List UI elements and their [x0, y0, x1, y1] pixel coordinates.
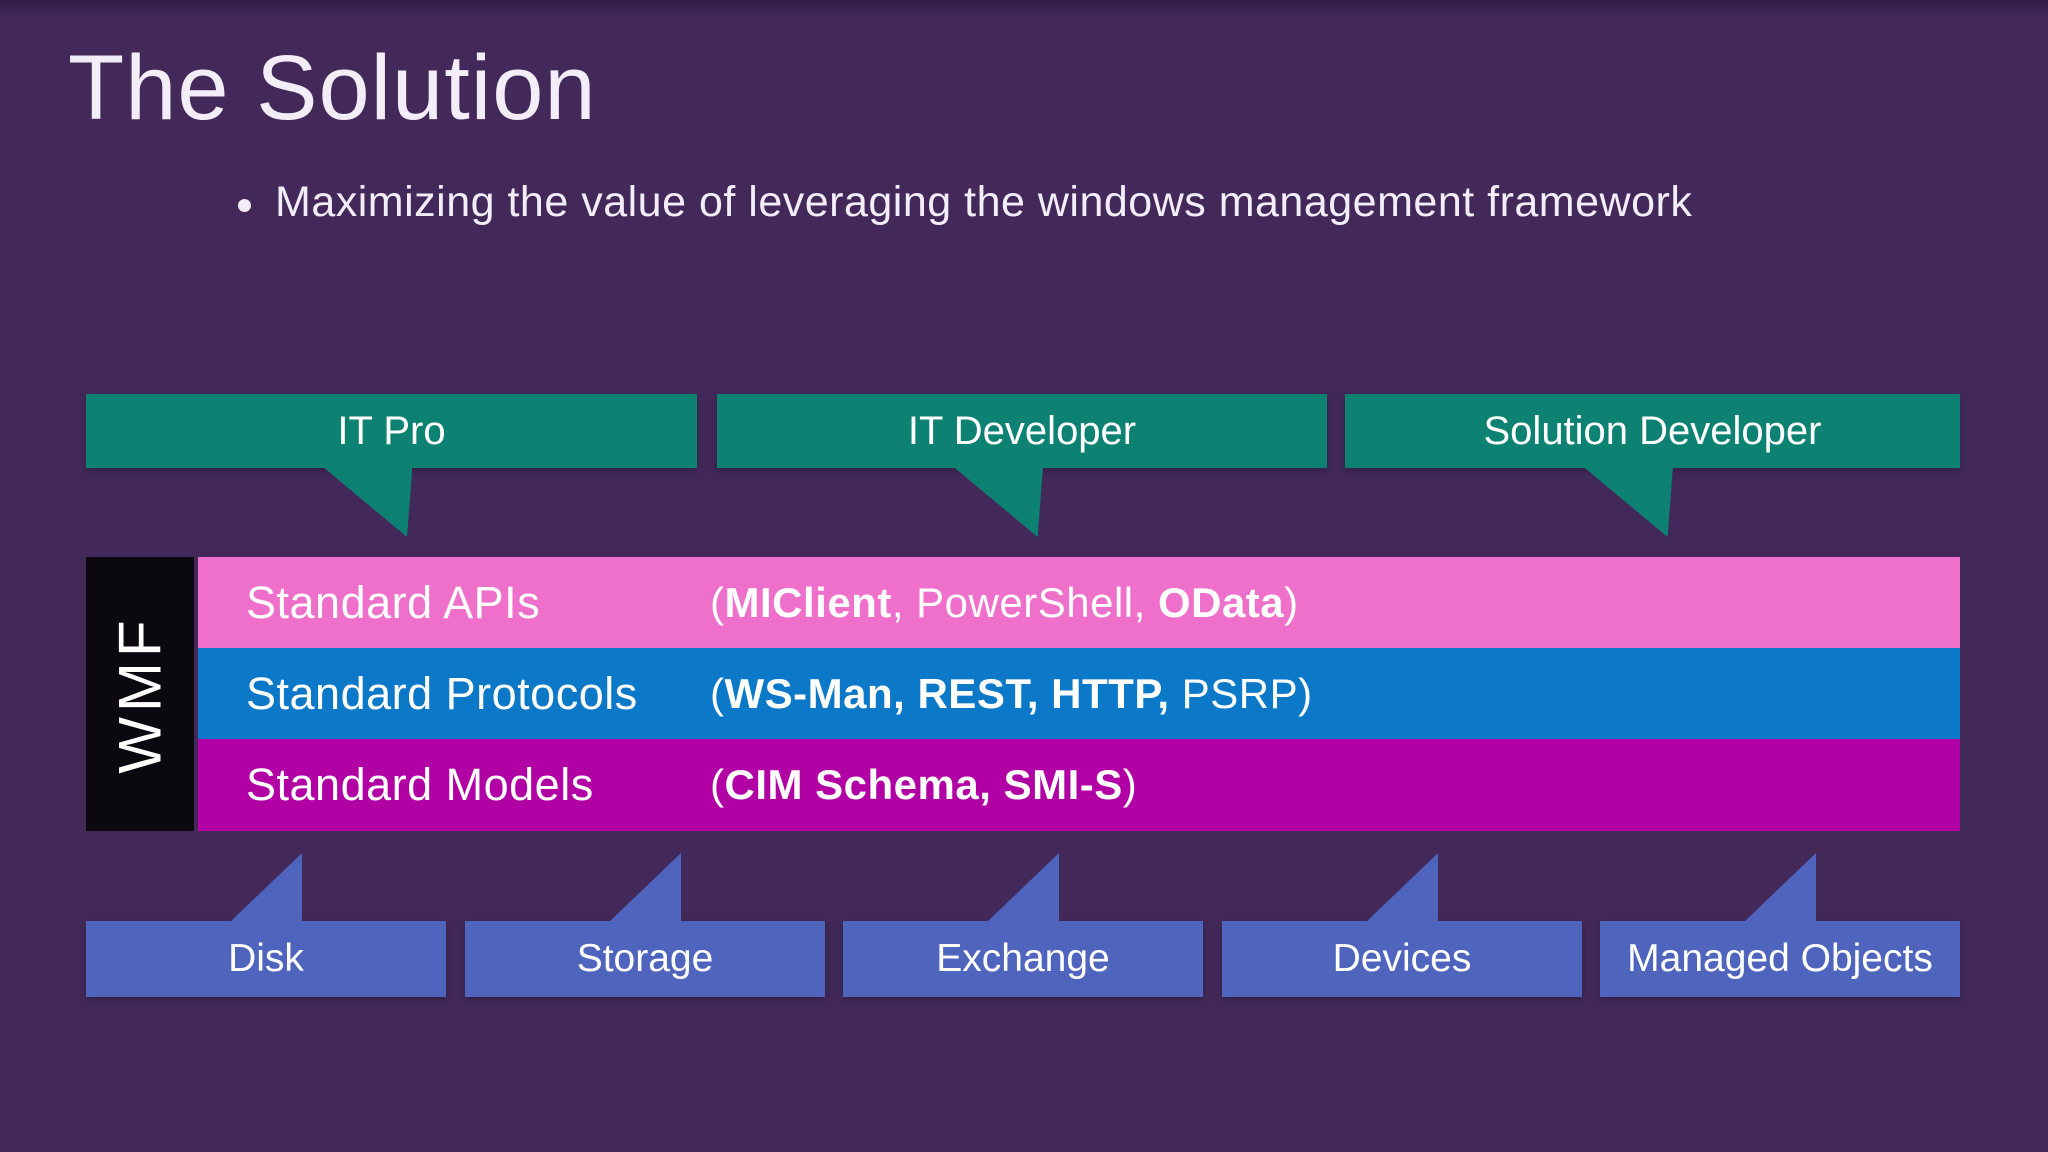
audience-label: IT Pro	[337, 408, 446, 453]
layer-detail: (MIClient, PowerShell, OData)	[710, 579, 1299, 627]
speech-tail-down-icon	[954, 468, 1043, 537]
detail-segment: PSRP)	[1169, 669, 1313, 717]
detail-segment: MIClient	[724, 578, 892, 626]
audience-box-it-pro: IT Pro	[86, 394, 697, 537]
speech-tail-up-icon	[1366, 853, 1438, 922]
speech-tail-up-icon	[230, 853, 302, 922]
wmf-label: WMF	[106, 614, 174, 774]
speech-tail-down-icon	[324, 468, 413, 537]
target-label: Devices	[1332, 937, 1472, 980]
speech-tail-up-icon	[987, 853, 1059, 922]
page-title: The Solution	[68, 37, 597, 139]
target-label: Storage	[576, 937, 714, 980]
target-box-managed-objects: Managed Objects	[1600, 853, 1960, 997]
target-box-storage: Storage	[465, 853, 825, 997]
audience-box-solution-developer: Solution Developer	[1345, 394, 1960, 537]
layer-bar-standard-models: Standard Models (CIM Schema, SMI-S)	[198, 739, 1960, 831]
detail-segment: OData	[1157, 578, 1285, 626]
bullet-dot-icon	[238, 199, 251, 212]
wmf-sidebar: WMF	[86, 557, 194, 831]
speech-tail-up-icon	[1744, 853, 1816, 922]
audience-box-it-developer: IT Developer	[717, 394, 1327, 537]
detail-segment: WS-Man, REST, HTTP,	[724, 669, 1170, 717]
layer-title: Standard Models	[246, 759, 594, 810]
target-label: Managed Objects	[1627, 937, 1933, 980]
target-box-exchange: Exchange	[843, 853, 1203, 997]
detail-segment: )	[1284, 578, 1299, 626]
target-box-disk: Disk	[86, 853, 446, 997]
layer-detail: (WS-Man, REST, HTTP, PSRP)	[710, 670, 1313, 718]
layer-bar-standard-protocols: Standard Protocols (WS-Man, REST, HTTP, …	[198, 648, 1960, 739]
layer-title: Standard APIs	[246, 576, 541, 628]
layer-bar-standard-apis: Standard APIs (MIClient, PowerShell, ODa…	[198, 557, 1960, 648]
target-label: Disk	[228, 937, 304, 980]
layer-title: Standard Protocols	[246, 667, 638, 719]
target-box-devices: Devices	[1222, 853, 1582, 997]
speech-tail-down-icon	[1584, 468, 1673, 537]
detail-segment: (	[710, 578, 725, 626]
speech-tail-up-icon	[609, 853, 681, 922]
audience-label: IT Developer	[907, 408, 1137, 453]
detail-segment: CIM Schema, SMI-S	[724, 761, 1123, 808]
detail-segment: )	[1122, 761, 1138, 808]
audience-label: Solution Developer	[1483, 408, 1822, 453]
detail-segment: (	[710, 669, 725, 717]
bullet-item: Maximizing the value of leveraging the w…	[238, 178, 1692, 227]
target-label: Exchange	[936, 937, 1110, 980]
detail-segment: (	[710, 761, 725, 808]
detail-segment: , PowerShell,	[891, 578, 1158, 626]
bullet-text: Maximizing the value of leveraging the w…	[275, 178, 1693, 226]
layer-detail: (CIM Schema, SMI-S)	[710, 761, 1137, 809]
